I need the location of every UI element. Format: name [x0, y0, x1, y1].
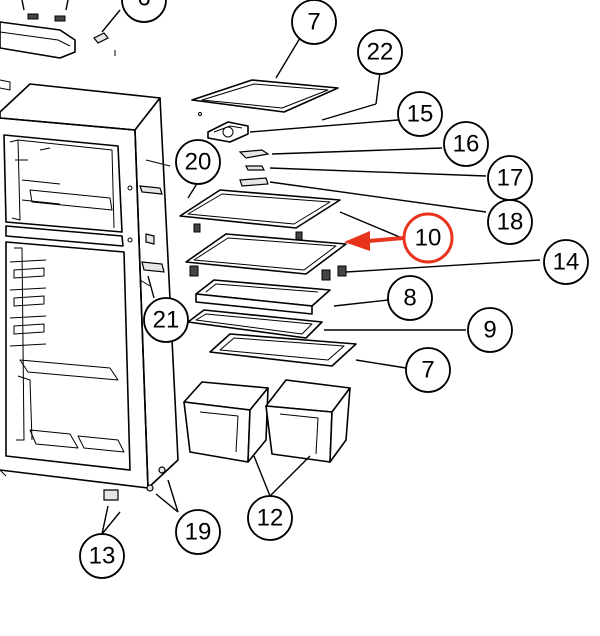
leader-lines	[101, 37, 541, 535]
svg-text:13: 13	[89, 543, 116, 570]
callout-19[interactable]: 19	[175, 509, 221, 555]
top-panel-fragment	[0, 0, 121, 91]
highlight-arrow	[344, 231, 405, 251]
svg-text:18: 18	[497, 209, 524, 236]
callout-14[interactable]: 14	[543, 239, 589, 285]
svg-text:7: 7	[307, 9, 320, 36]
svg-text:15: 15	[407, 101, 434, 128]
drawer-frame-8	[195, 279, 331, 315]
callout-12[interactable]: 12	[247, 495, 293, 541]
crisper-cover-9	[187, 309, 323, 339]
callout-17[interactable]: 17	[487, 155, 533, 201]
svg-text:10: 10	[415, 225, 442, 252]
callout-8[interactable]: 8	[387, 275, 433, 321]
svg-text:19: 19	[185, 519, 212, 546]
callout-13[interactable]: 13	[79, 533, 125, 579]
callout-6[interactable]: 6	[121, 0, 167, 23]
callout-18[interactable]: 18	[487, 199, 533, 245]
callout-7-bottom[interactable]: 7	[405, 347, 451, 393]
svg-text:17: 17	[497, 165, 524, 192]
svg-text:9: 9	[483, 317, 496, 344]
callout-15[interactable]: 15	[397, 91, 443, 137]
shelf-assembly-10-lower	[185, 233, 347, 281]
svg-text:16: 16	[453, 131, 480, 158]
callout-7-top[interactable]: 7	[291, 0, 337, 45]
crisper-drawers-12	[183, 379, 351, 463]
svg-text:20: 20	[185, 149, 212, 176]
glass-shelf-bottom-7	[209, 333, 357, 367]
svg-text:14: 14	[553, 249, 580, 276]
callout-10-highlighted[interactable]: 10	[402, 212, 454, 264]
svg-text:7: 7	[421, 357, 434, 384]
svg-text:12: 12	[257, 505, 284, 532]
refrigerator-cabinet	[0, 83, 179, 501]
callout-20[interactable]: 20	[175, 139, 221, 185]
callout-22[interactable]: 22	[357, 29, 403, 75]
svg-text:22: 22	[367, 39, 394, 66]
callout-21[interactable]: 21	[143, 297, 189, 343]
fan-cover-assembly-15	[207, 121, 249, 143]
callout-9[interactable]: 9	[467, 307, 513, 353]
shelf-assembly-10-upper	[179, 189, 341, 241]
svg-text:8: 8	[403, 285, 416, 312]
callout-16[interactable]: 16	[443, 121, 489, 167]
svg-text:21: 21	[153, 307, 180, 334]
glass-shelf-top-7	[191, 79, 339, 116]
small-parts-16-17-18	[238, 149, 270, 187]
svg-text:6: 6	[137, 0, 150, 12]
